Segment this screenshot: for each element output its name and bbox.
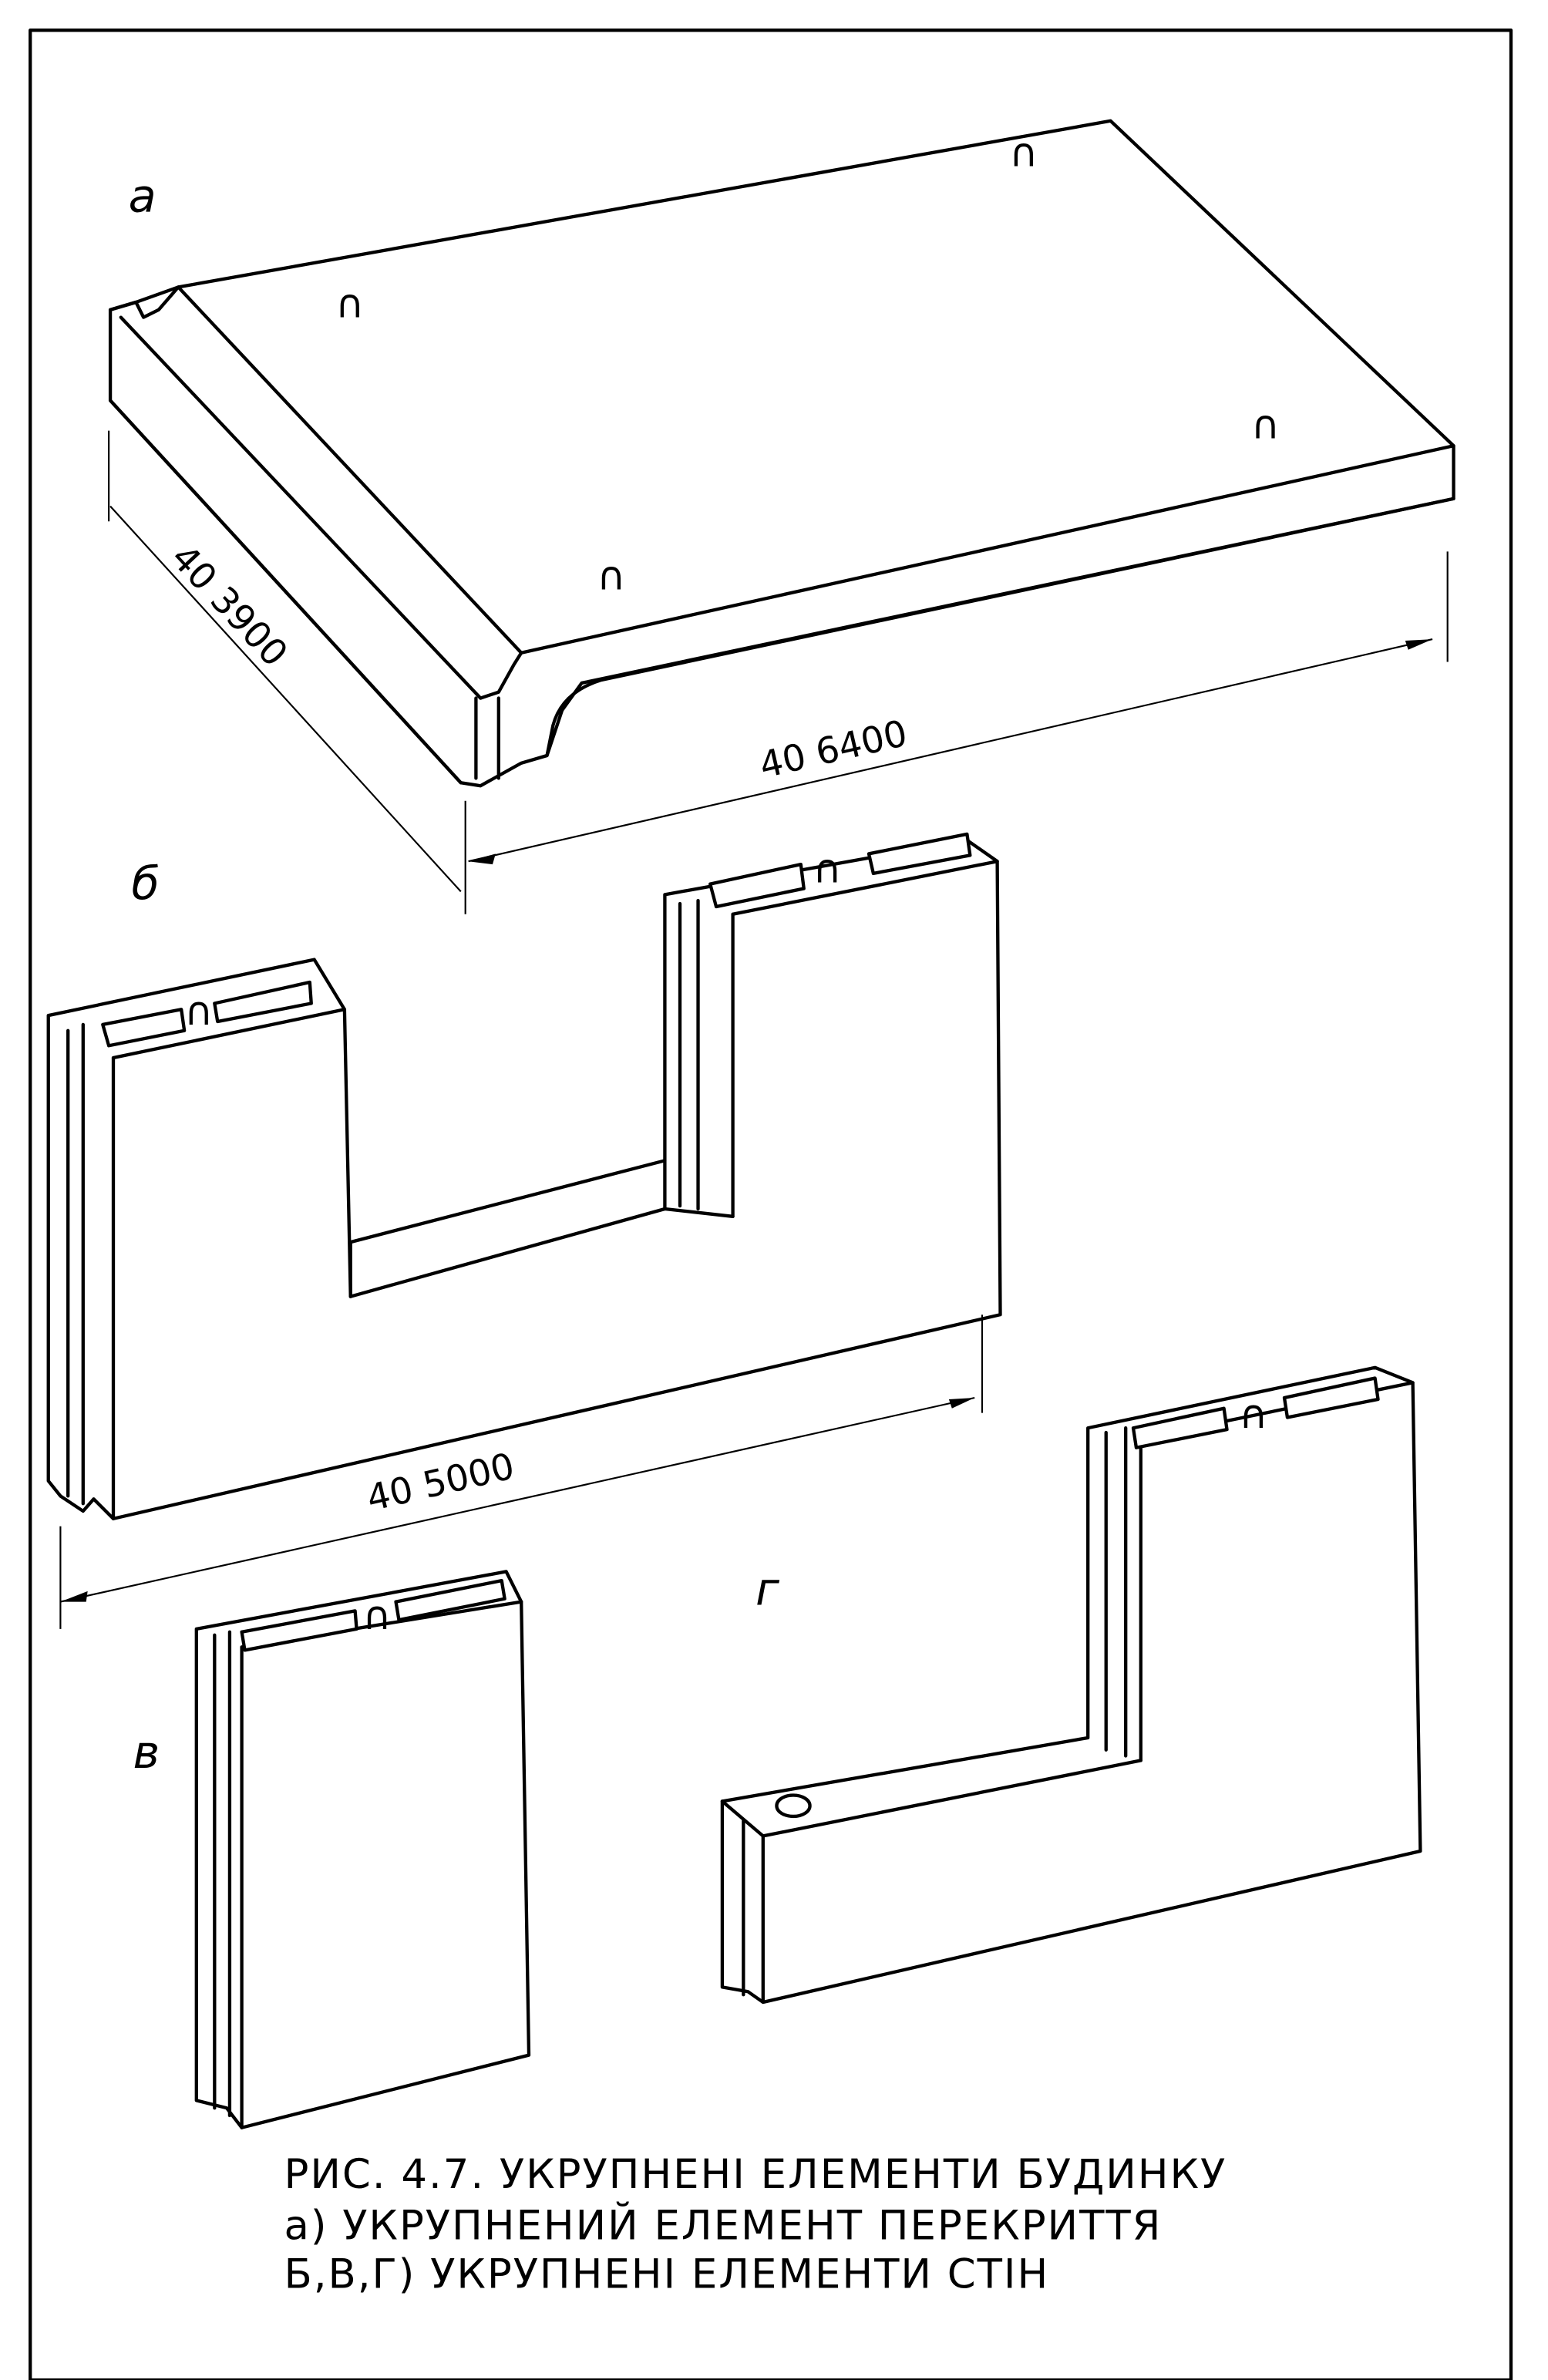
lifting-loop: ∩ (184, 989, 213, 1035)
lifting-loop: ∩ (813, 847, 841, 893)
label-g: г (755, 1563, 780, 1616)
label-v: в (133, 1725, 160, 1779)
frame-border (29, 29, 1513, 2380)
caption-line-3: Б,В,Г) УКРУПНЕНІ ЕЛЕМЕНТИ СТІН (284, 2250, 1049, 2298)
lifting-loop: ∩ (1239, 1392, 1267, 1438)
lifting-loop: ∩ (597, 554, 625, 599)
lifting-loop: ∩ (335, 282, 364, 328)
wall-panel-b: ∩ ∩ (46, 832, 1002, 1520)
label-b: б (132, 857, 160, 910)
floor-slab-a: ∩ ∩ ∩ ∩ (108, 119, 1455, 788)
lifting-loop: ∩ (362, 1594, 391, 1639)
lifting-loop: ∩ (1251, 402, 1280, 448)
wall-panel-g: ∩ (720, 1365, 1422, 2005)
slab-length-dimension: 40 6400 (755, 712, 911, 787)
label-a: а (129, 169, 156, 222)
lifting-loop: ∩ (1009, 131, 1038, 177)
hole (775, 1793, 812, 1819)
caption-line-1: РИС. 4.7. УКРУПНЕНІ ЕЛЕМЕНТИ БУДИНКУ (284, 2151, 1227, 2198)
wall-panel-v: ∩ (194, 1570, 531, 2129)
caption-line-2: а) УКРУПНЕНИЙ ЕЛЕМЕНТ ПЕРЕКРИТТЯ (284, 2201, 1162, 2250)
